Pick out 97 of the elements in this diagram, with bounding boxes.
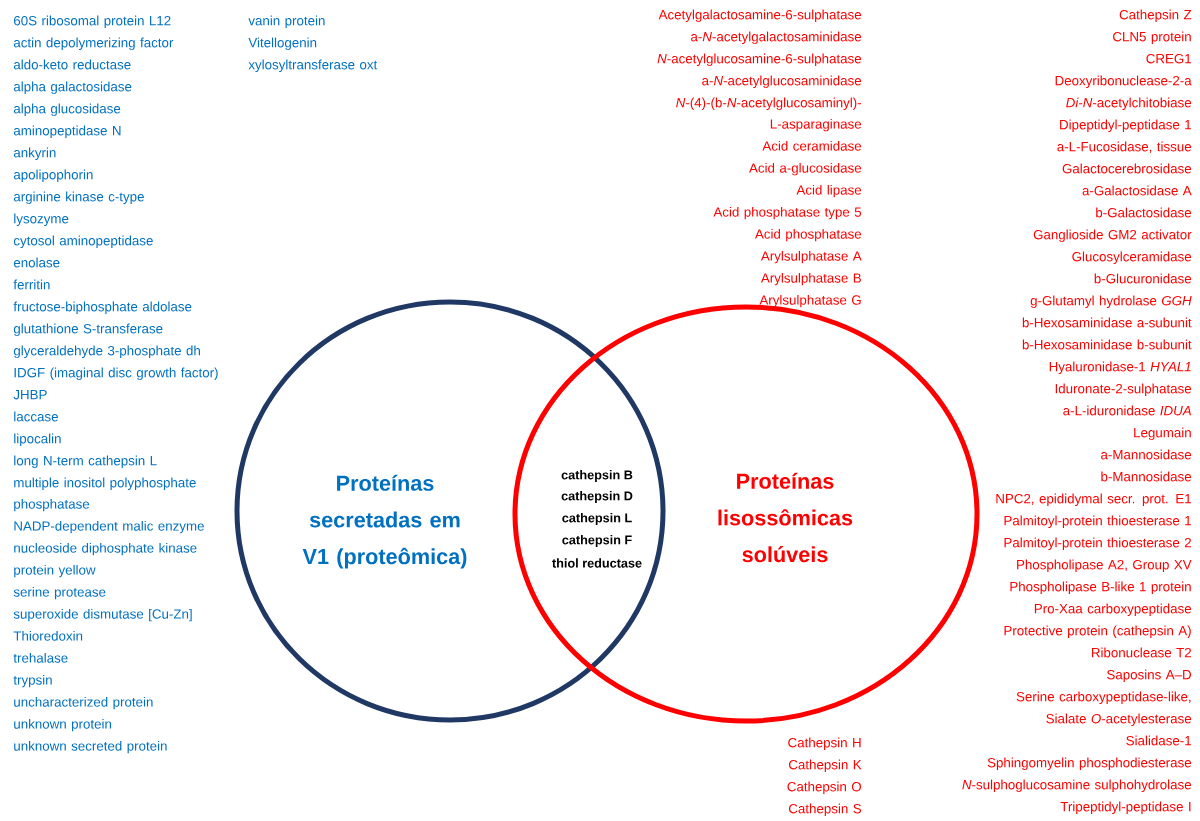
label-text: b-Mannosidase [1101, 471, 1192, 482]
label-text: Cathepsin O [787, 781, 861, 795]
label-text: Serine carboxypeptidase-like, [1016, 691, 1191, 704]
label-text: Deoxyribonuclease-2-a [1055, 75, 1192, 89]
label-text: lysozyme [14, 213, 69, 227]
label-text: Acid ceramidase [762, 140, 862, 151]
label-text: glyceraldehyde 3-phosphate dh [13, 345, 200, 359]
label-text: unknown secreted protein [14, 740, 167, 754]
label-text: b-Hexosaminidase a-subunit [1022, 317, 1192, 328]
label-text: Thioredoxin [13, 630, 83, 641]
label-text: N-acetylglucosamine-6-sulphatase [657, 53, 862, 67]
label-text: apolipophorin [13, 169, 93, 183]
label-text: b-Glucuronidase [1094, 273, 1192, 284]
label-text: alpha galactosidase [13, 81, 132, 95]
label-text: a-L-iduronidase IDUA [1063, 405, 1191, 416]
label-text: N-(4)-(b-N-acetylglucosaminyl)-L-asparaginase [676, 97, 862, 132]
label-text: laccase [14, 411, 58, 422]
label-text: aldo-keto reductase [13, 59, 131, 70]
label-text: a-Galactosidase A [1082, 185, 1192, 196]
label-text: Palmitoyl-protein thioesterase 1 [1004, 515, 1191, 528]
label-text: a-L-Fucosidase, tissue [1057, 141, 1192, 153]
label-text: unknown protein [14, 718, 112, 732]
label-text: nucleoside diphosphate kinase [14, 542, 197, 556]
label-text: NPC2, epididymal secr. prot. E1 [996, 493, 1191, 506]
label-text: Tripeptidyl-peptidase I [1060, 801, 1191, 814]
label-text: Cathepsin S [788, 803, 862, 817]
label-text: Iduronate-2-sulphatase [1055, 383, 1192, 397]
label-text: b-Galactosidase [1096, 207, 1192, 218]
label-text: trehalase [13, 652, 68, 663]
label-text: Phospholipase B-like 1 protein [1010, 581, 1191, 594]
label-text: Di-N-acetylchitobiase [1066, 97, 1192, 111]
label-text: Glucosylceramidase [1072, 251, 1192, 265]
label-text: aminopeptidase N [13, 125, 121, 139]
label-text: Pro-Xaa carboxypeptidase [1034, 603, 1192, 616]
label-text: thiol reductase [552, 558, 642, 568]
label-text: Vitellogenin [248, 37, 317, 51]
label-text: arginine kinase c-type [13, 191, 144, 205]
label-text: Palmitoyl-protein thioesterase 2 [1004, 537, 1191, 550]
label-text: IDGF (imaginal disc growth factor) [14, 367, 218, 381]
label-text: Saposins A–D [1107, 669, 1191, 682]
label-text: Phospholipase A2, Group XV [1017, 559, 1192, 572]
label-text: Arylsulphatase G [759, 294, 861, 308]
label-text: Arylsulphatase B [760, 272, 861, 286]
label-text: cathepsin F [562, 535, 632, 547]
label-text: Legumain [1134, 427, 1191, 441]
circle-title: Proteínas secretadas em V1 (proteômica) [302, 474, 467, 569]
label-text: trypsin [13, 674, 52, 688]
label-text: 60S ribosomal protein L12 [14, 15, 171, 29]
label-text: ankyrin [13, 147, 56, 161]
label-text: Ganglioside GM2 activator [1033, 229, 1192, 243]
label-text: Acid lipase [796, 184, 862, 198]
label-text: CREG1 [1146, 53, 1191, 64]
label-text: uncharacterized protein [14, 696, 153, 710]
label-text: multiple inositol polyphosphate phosphatase [14, 477, 196, 512]
label-text: Sphingomyelin phosphodiesterase [987, 757, 1192, 770]
label-text: cytosol aminopeptidase [13, 235, 153, 249]
label-text: CLN5 protein [1113, 31, 1191, 45]
label-text: b-Hexosaminidase b-subunit [1022, 339, 1192, 350]
label-text: a-Mannosidase [1101, 449, 1192, 460]
label-text: serine protease [13, 586, 106, 600]
label-text: vanin protein [248, 15, 325, 29]
label-text: g-Glutamyl hydrolase GGH [1030, 295, 1192, 309]
label-text: Hyaluronidase-1 HYAL1 [1049, 361, 1191, 375]
label-text: xylosyltransferase oxt [248, 59, 378, 73]
label-text: Ribonuclease T2 [1091, 647, 1191, 658]
label-text: Dipeptidyl-peptidase 1 [1060, 119, 1191, 133]
label-text: actin depolymerizing factor [13, 37, 174, 51]
label-text: Galactocerebrosidase [1062, 163, 1192, 174]
label-text: NADP-dependent malic enzyme [14, 520, 204, 534]
label-text: long N-term cathepsin L [14, 455, 157, 468]
label-text: cathepsin B [561, 470, 633, 482]
label-text: a-N-acetylglucosaminidase [702, 75, 862, 89]
label-text: lipocalin [14, 433, 61, 446]
label-text: cathepsin D [561, 491, 633, 503]
label-text: N-sulphoglucosamine sulphohydrolase [962, 779, 1192, 792]
label-text: Protective protein (cathepsin A) [1004, 625, 1191, 638]
label-text: enolase [13, 257, 60, 268]
label-text: protein yellow [14, 564, 96, 578]
label-text: alpha glucosidase [13, 103, 121, 117]
label-text: a-N-acetylgalactosaminidase [691, 31, 862, 45]
label-text: Acid phosphatase [754, 228, 862, 242]
label-text: Cathepsin Z [1119, 9, 1192, 23]
label-text: Sialidase-1 [1126, 735, 1191, 746]
label-text: Cathepsin H [788, 737, 861, 751]
circle-title: Proteínas lisossômicas solúveis [718, 472, 853, 563]
label-text: cathepsin L [562, 513, 632, 525]
label-text: Acid phosphatase type 5 [713, 206, 862, 220]
label-text: Sialate O-acetylesterase [1046, 713, 1192, 726]
label-text: JHBP [13, 390, 47, 400]
label-text: fructose-biphosphate aldolase [13, 301, 192, 315]
label-text: Cathepsin K [788, 759, 862, 773]
label-text: Acid a-glucosidase [749, 162, 862, 176]
label-text: ferritin [13, 279, 50, 290]
label-text: Arylsulphatase A [760, 250, 862, 264]
label-text: Acetylgalactosamine-6-sulphatase [658, 9, 862, 23]
label-text: superoxide dismutase [Cu-Zn] [13, 608, 192, 622]
label-text: glutathione S-transferase [13, 323, 163, 337]
